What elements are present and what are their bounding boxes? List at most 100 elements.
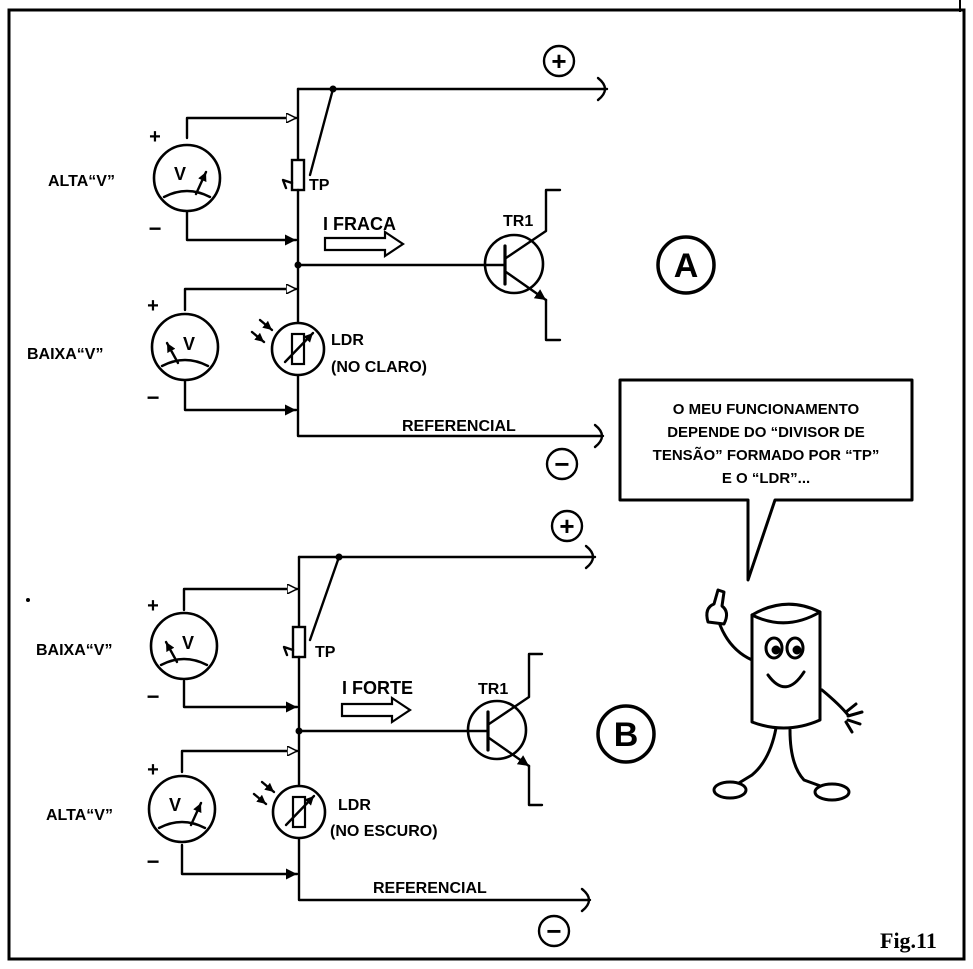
minus-terminal-a: [545, 447, 579, 481]
collector-lead-b: [487, 652, 544, 726]
minus-sign-a: −: [554, 449, 569, 479]
meter-lower-pos-wire-a: [183, 289, 298, 312]
emitter-wire-a: [544, 298, 562, 342]
meter-letter-upper-a: V: [174, 164, 186, 184]
speech-line-1: O MEU FUNCIONAMENTO: [673, 401, 860, 418]
mascot-leg-left: [732, 726, 778, 788]
emitter-lead-a: [504, 270, 548, 302]
center-rail-b: [297, 655, 592, 902]
rail-break-a: [596, 76, 607, 102]
plus-sign-a: +: [551, 46, 566, 76]
ref-break-a: [593, 423, 604, 449]
meter-letter-upper-b: V: [182, 633, 194, 653]
ldr-label-a: LDR: [331, 332, 364, 349]
pot-symbol-a: [281, 178, 294, 190]
speech-line-2: DEPENDE DO “DIVISOR DE: [667, 424, 865, 441]
transistor-a: [483, 233, 545, 295]
meter-lower-minus-b: −: [147, 849, 160, 874]
plus-terminal-a: [542, 44, 576, 78]
voltmeter-upper-a: [152, 143, 222, 213]
meter-upper-pos-wire-b: [182, 589, 299, 612]
meter-letter-lower-b: V: [169, 795, 181, 815]
rail-break-b: [584, 544, 595, 570]
minus-terminal-b: [537, 914, 571, 948]
mascot-shoe-left: [712, 780, 748, 800]
mascot-body-top: [750, 610, 822, 625]
meter-lower-plus-a: +: [147, 295, 159, 317]
ldr-state-a: (NO CLARO): [331, 359, 427, 376]
meter-scale-upper-b: [159, 657, 209, 667]
pot-symbol-b: [282, 645, 295, 657]
pot-wiper-wire-a: [308, 87, 335, 177]
light-ray-2-a: [250, 330, 266, 344]
current-arrow-b: [340, 695, 412, 725]
ldr-state-b: (NO ESCURO): [330, 823, 438, 840]
pot-label-b: TP: [315, 644, 336, 661]
meter-upper-minus-b: −: [147, 684, 160, 709]
circuit-tag-b: [596, 704, 656, 764]
pot-wiper-wire-b: [308, 555, 341, 642]
needle-lower-b: [189, 801, 203, 827]
circuit-a: + TP REFERENCIAL − V + − ALTA“V” I FRACA: [27, 44, 716, 481]
print-speck: [26, 598, 30, 602]
light-ray-1-b: [260, 780, 276, 794]
meter-upper-neg-wire-a: [185, 210, 298, 246]
needle-lower-a: [165, 341, 180, 365]
potentiometer-b: [291, 625, 307, 659]
current-arrow-a: [323, 229, 405, 259]
meter-upper-minus-a: −: [149, 216, 162, 241]
ldr-mascot-illustration: [705, 588, 864, 802]
meter-lower-minus-a: −: [147, 385, 160, 410]
current-label-a: I FRACA: [323, 214, 396, 234]
collector-lead-a: [504, 188, 562, 260]
needle-upper-a: [194, 170, 208, 196]
circuit-tag-a: [656, 235, 716, 295]
mascot-body: [750, 602, 822, 730]
mascot-shoe-right: [813, 782, 851, 802]
potentiometer-a: [290, 158, 306, 192]
needle-upper-b: [164, 640, 179, 664]
meter-upper-label-b: BAIXA“V”: [36, 642, 112, 659]
figure-label: Fig.11: [880, 928, 937, 953]
ldr-variable-arrow-b: [284, 794, 316, 827]
meter-scale-lower-b: [157, 820, 207, 830]
ref-break-b: [580, 887, 591, 913]
emitter-wire-b: [527, 764, 544, 807]
voltmeter-lower-b: [147, 774, 217, 844]
meter-lower-label-b: ALTA“V”: [46, 807, 113, 824]
speech-line-4: E O “LDR”...: [722, 470, 810, 487]
mascot-pupil-right: [792, 645, 802, 655]
meter-upper-neg-wire-b: [182, 679, 299, 713]
ref-label-a: REFERENCIAL: [402, 418, 516, 435]
ldr-label-b: LDR: [338, 797, 371, 814]
circuit-tag-letter-a: A: [674, 247, 699, 285]
meter-letter-lower-a: V: [183, 334, 195, 354]
speech-bubble: O MEU FUNCIONAMENTO DEPENDE DO “DIVISOR …: [618, 378, 914, 582]
emitter-lead-b: [487, 736, 531, 768]
mascot-mouth: [766, 670, 806, 689]
current-label-b: I FORTE: [342, 678, 413, 698]
center-rail-a: [296, 188, 605, 438]
mascot-arm-left: [718, 623, 754, 662]
meter-lower-pos-wire-b: [180, 751, 299, 774]
meter-lower-neg-wire-b: [180, 843, 299, 880]
mascot-arm-right: [820, 688, 850, 717]
figure-frame: [7, 8, 966, 961]
ldr-variable-arrow-a: [283, 331, 315, 364]
meter-lower-plus-b: +: [147, 759, 159, 781]
meter-lower-label-a: BAIXA“V”: [27, 346, 103, 363]
meter-upper-plus-a: +: [149, 126, 161, 148]
plus-terminal-b: [550, 509, 584, 543]
circuit-b: + TP REFERENCIAL − V + − BAIXA“V” I FORT…: [36, 509, 656, 948]
transistor-label-b: TR1: [478, 681, 508, 698]
minus-sign-b: −: [546, 916, 561, 946]
mascot-leg-right: [788, 728, 828, 790]
plus-sign-b: +: [559, 511, 574, 541]
light-ray-2-b: [252, 792, 268, 806]
meter-upper-pos-wire-a: [185, 118, 298, 140]
transistor-label-a: TR1: [503, 213, 533, 230]
speech-line-3: TENSÃO” FORMADO POR “TP”: [653, 446, 880, 464]
transistor-b: [466, 699, 528, 761]
